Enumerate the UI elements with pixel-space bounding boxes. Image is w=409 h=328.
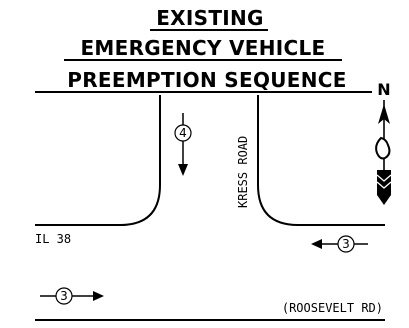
phase-3-eb-number: 3	[60, 289, 68, 303]
phase-3-wb-number: 3	[342, 237, 350, 251]
north-label: N	[377, 80, 390, 99]
north-arrow-icon: N	[375, 80, 392, 205]
arrow-left-icon	[311, 239, 322, 249]
phase-3-westbound: 3	[311, 235, 368, 253]
phase-3-eastbound: 3	[40, 287, 104, 305]
title-line-2: EMERGENCY VEHICLE	[80, 36, 325, 60]
curb-northwest	[35, 95, 161, 226]
cross-street-label: KRESS ROAD	[236, 136, 250, 208]
title-line-3: PREEMPTION SEQUENCE	[67, 68, 346, 92]
phase-4-southbound: 4	[174, 113, 192, 176]
arrow-right-icon	[93, 291, 104, 301]
title-line-1: EXISTING	[156, 6, 264, 30]
arrow-down-icon	[178, 164, 188, 176]
curb-northeast	[257, 95, 385, 226]
main-street-label: IL 38	[35, 232, 71, 246]
phase-4-number: 4	[179, 126, 187, 140]
main-street-alt-label: (ROOSEVELT RD)	[282, 301, 383, 315]
